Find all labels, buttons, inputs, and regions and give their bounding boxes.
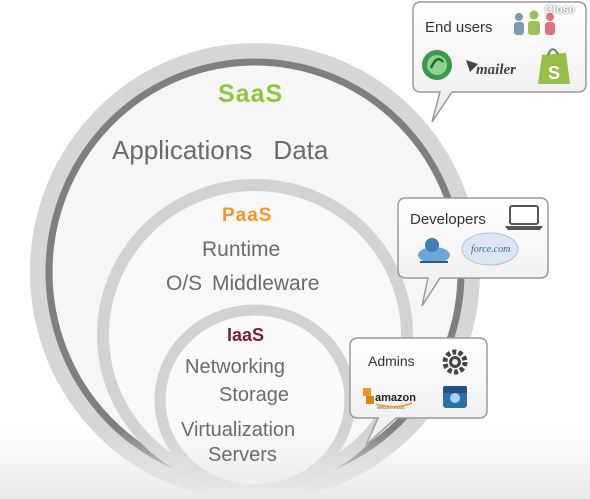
iaas-storage: Storage [219, 384, 290, 406]
cloud-storage-icon [443, 386, 467, 408]
developers-callout: force.com [397, 197, 549, 307]
saas-title: SaaS [218, 80, 284, 108]
admins-label: Admins [368, 353, 415, 369]
force-com-logo: force.com [461, 232, 519, 266]
end-users-label: End users [425, 19, 493, 36]
iaas-servers: Servers [208, 444, 277, 466]
iaas-title: IaaS [227, 325, 265, 345]
force-com-logo-text: force.com [471, 244, 510, 255]
admins-callout: amazon webservices [349, 337, 488, 446]
end-users-callout: mailer S [412, 1, 587, 123]
iaas-virtualization: Virtualization [181, 419, 296, 441]
shopify-bag-icon: S [538, 48, 570, 84]
paas-runtime: Runtime [202, 238, 281, 261]
paas-os-middleware: O/S Middleware [166, 272, 320, 295]
iaas-networking: Networking [185, 356, 286, 378]
people-icon [514, 10, 555, 35]
green-app-logo [422, 50, 452, 80]
svg-text:S: S [548, 63, 560, 83]
mailer-logo: mailer [466, 60, 516, 78]
gear-icon [442, 349, 468, 375]
amazon-web-services-logo: amazon webservices [363, 388, 416, 411]
amazon-logo-subtext: webservices [377, 405, 405, 411]
laptop-icon [505, 205, 543, 230]
paas-title: PaaS [222, 205, 273, 226]
developers-label: Developers [410, 211, 486, 228]
close-button[interactable]: Close [545, 4, 575, 16]
mailer-logo-text: mailer [476, 62, 516, 78]
saas-items: Applications Data [112, 135, 329, 165]
developer-tool-logo [418, 238, 450, 263]
amazon-logo-text: amazon [375, 392, 416, 404]
